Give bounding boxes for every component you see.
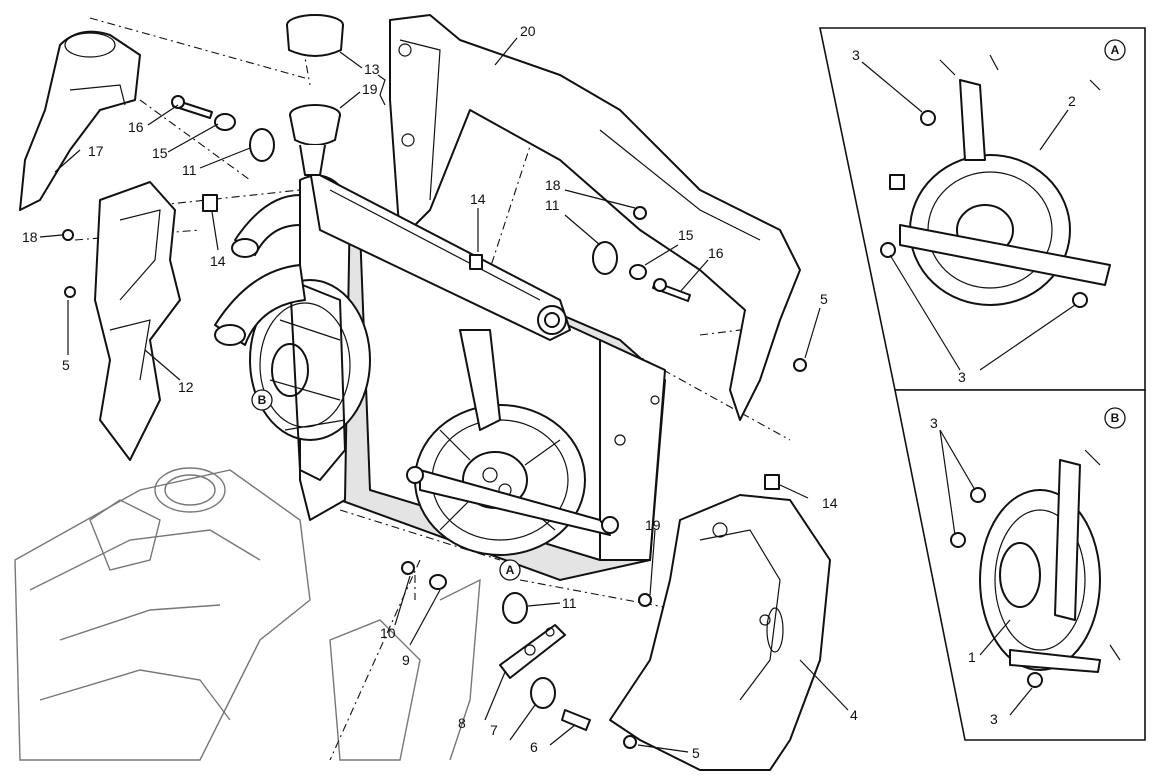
callout-19: 19 (362, 81, 378, 97)
callout-7: 7 (490, 722, 498, 738)
callout-16: 16 (128, 119, 144, 135)
callout-17: 17 (88, 143, 104, 159)
callout-1: 1 (968, 649, 976, 665)
callout-18: 18 (545, 177, 561, 193)
callout-3: 3 (852, 47, 860, 63)
callout-8: 8 (458, 715, 466, 731)
detail-panel-a (819, 27, 1146, 391)
callout-11: 11 (562, 595, 577, 611)
callout-labels: 1 2 3 3 3 3 4 5 5 5 6 7 8 9 10 11 11 11 … (22, 23, 1076, 761)
leader-lines (39, 37, 1101, 753)
part-4-lower-shroud (609, 494, 831, 771)
part-13-filler-cap (286, 14, 344, 176)
callout-12: 12 (178, 379, 194, 395)
part-12-left-shroud (94, 181, 181, 461)
callout-20: 20 (520, 23, 536, 39)
callout-14: 14 (822, 495, 838, 511)
callout-5: 5 (62, 357, 70, 373)
frame-background (14, 467, 481, 761)
callout-18: 18 (22, 229, 38, 245)
callout-4: 4 (850, 707, 858, 723)
coolant-hose (214, 194, 306, 346)
view-marker-b-main: B (258, 393, 267, 407)
callout-6: 6 (530, 739, 538, 755)
callout-14: 14 (210, 253, 226, 269)
callout-13: 13 (364, 61, 380, 77)
callout-3: 3 (958, 369, 966, 385)
detail-panel-b (894, 389, 1146, 741)
callout-11: 11 (545, 197, 560, 213)
view-marker-a-main: A (506, 563, 515, 577)
callout-16: 16 (708, 245, 724, 261)
callout-2: 2 (1068, 93, 1076, 109)
small-hardware (62, 74, 807, 749)
part-17-upper-cover (19, 30, 141, 211)
callout-11: 11 (182, 162, 197, 178)
callout-15: 15 (678, 227, 694, 243)
view-marker-b-detail: B (1111, 411, 1120, 425)
callout-14: 14 (470, 191, 486, 207)
fan-a-center (406, 329, 619, 556)
callout-3: 3 (930, 415, 938, 431)
callout-5: 5 (820, 291, 828, 307)
callout-15: 15 (152, 145, 168, 161)
view-markers: A B A B (251, 39, 1126, 581)
view-marker-a-detail: A (1111, 43, 1120, 57)
callout-9: 9 (402, 652, 410, 668)
callout-19: 19 (645, 517, 661, 533)
fan-b-left (249, 279, 371, 481)
callout-10: 10 (380, 625, 396, 641)
callout-3: 3 (990, 711, 998, 727)
callout-5: 5 (692, 745, 700, 761)
part-20-right-cover (389, 14, 801, 421)
radiator-bracket (309, 169, 571, 341)
